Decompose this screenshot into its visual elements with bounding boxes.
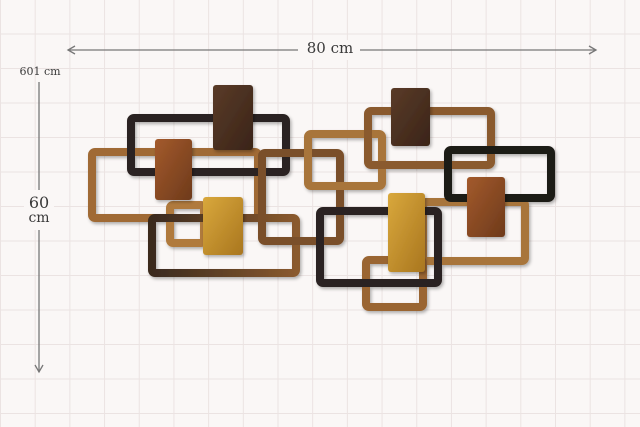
height-label-top: 601 cm <box>19 65 61 78</box>
panel-dark-top-right <box>391 88 430 146</box>
arrow-left-icon <box>66 45 76 55</box>
frame-center-light <box>304 130 386 190</box>
panel-gold-center <box>388 193 425 272</box>
panel-gold-left <box>203 197 243 255</box>
frame-small-light <box>166 201 208 247</box>
panel-reddish-left <box>155 139 192 200</box>
height-unit: cm <box>28 210 50 226</box>
panel-dark-top-left <box>213 85 253 150</box>
height-value: 60 <box>28 193 50 212</box>
frame-center-medium <box>258 149 344 245</box>
width-label: 80 cm <box>306 39 354 57</box>
panel-reddish-right <box>467 177 505 237</box>
arrow-right-icon <box>588 45 598 55</box>
arrow-down-icon <box>34 364 44 374</box>
frame-top-left-dark <box>127 114 290 176</box>
frame-bottom-center-dark <box>316 207 442 287</box>
